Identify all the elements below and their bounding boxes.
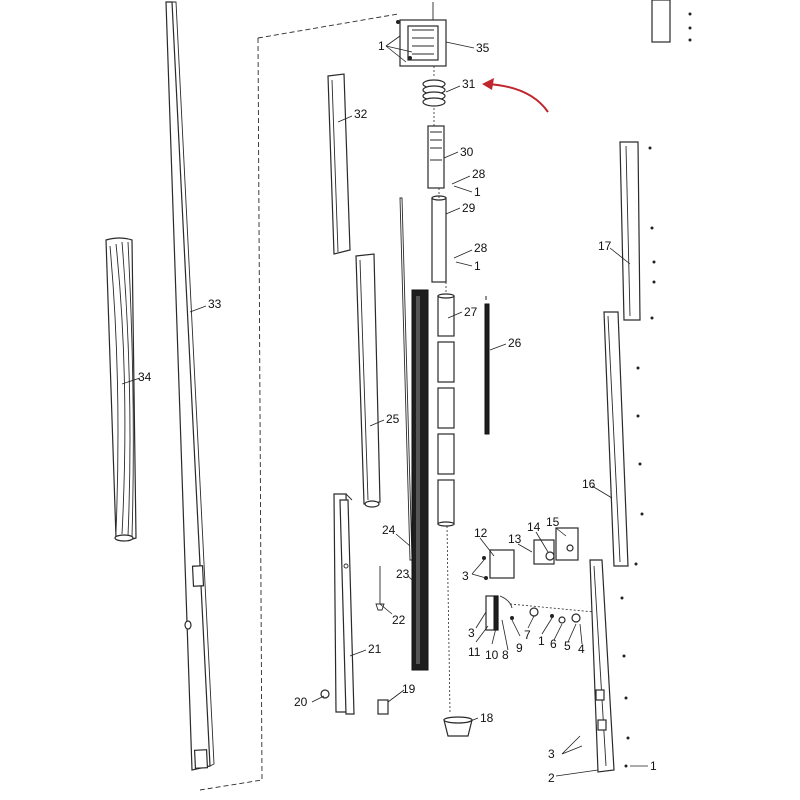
part-29-tube [431,188,447,283]
callout-12: 12 [474,526,488,540]
callout-4: 4 [578,642,585,656]
callout-1: 1 [538,634,545,648]
callout-33: 33 [208,297,222,311]
callout-15: 15 [546,515,560,529]
callout-34: 34 [138,370,152,384]
highlight-arrow [482,78,549,113]
callout-26: 26 [508,336,522,350]
callout-18: 18 [480,711,494,725]
callout-3: 3 [462,569,469,583]
callout-24: 24 [382,523,396,537]
callout-17: 17 [598,239,612,253]
callout-29: 29 [462,201,476,215]
part-26-dark-bar [484,296,490,435]
callout-25: 25 [386,412,400,426]
part-8-11-latch-parts [485,595,595,631]
part-23-screen-roll [411,289,429,671]
part-35-head-assembly [396,2,447,67]
callout-19: 19 [402,682,416,696]
callout-32: 32 [354,107,368,121]
part-19-end-cap [377,699,389,715]
callout-10: 10 [485,648,499,662]
callout-14: 14 [527,520,541,534]
part-27-roller-stack [437,282,455,713]
callout-1: 1 [650,759,657,773]
callout-5: 5 [564,639,571,653]
part-32-cover-profile [327,73,351,255]
callout-7: 7 [524,628,531,642]
part-17-upper-frame [619,141,656,321]
part-22-clip [375,566,385,611]
callout-13: 13 [508,532,522,546]
callout-27: 27 [464,305,478,319]
callout-30: 30 [460,145,474,159]
callout-20: 20 [294,695,308,709]
callout-3: 3 [468,626,475,640]
part-12-15-bracket-assembly [482,527,579,580]
callout-23: 23 [396,567,410,581]
part-30-drive-block [427,108,445,189]
callout-1: 1 [474,259,481,273]
part-21-side-frame [333,493,355,715]
callout-1: 1 [378,39,385,53]
leader-lines [121,35,648,777]
part-25-guide-rail [355,253,381,508]
callout-31: 31 [462,77,476,91]
callout-9: 9 [516,641,523,655]
part-16-middle-frame [603,311,644,567]
callout-21: 21 [368,642,382,656]
part-18-pull-knob [443,716,473,737]
callout-16: 16 [582,477,596,491]
part-34-brush-cylinder [105,237,137,542]
callout-2: 2 [548,771,555,785]
part-33-main-profile [165,1,215,771]
part-31-spring [422,66,446,107]
callout-11: 11 [468,645,481,659]
part-24-thin-rod [399,197,413,561]
callout-labels: 3513132302812928133342726251716242322211… [138,39,657,785]
callout-6: 6 [550,637,557,651]
callout-3: 3 [548,747,555,761]
callout-22: 22 [392,613,406,627]
part-2-lower-frame [589,559,630,773]
callout-1: 1 [474,185,481,199]
callout-8: 8 [502,648,509,662]
callout-28: 28 [474,241,488,255]
part-20-knob [320,689,330,699]
part-top-right-cropped [651,0,692,43]
callout-35: 35 [476,41,490,55]
part-4-7-roller-parts [529,607,581,624]
callout-28: 28 [472,167,486,181]
